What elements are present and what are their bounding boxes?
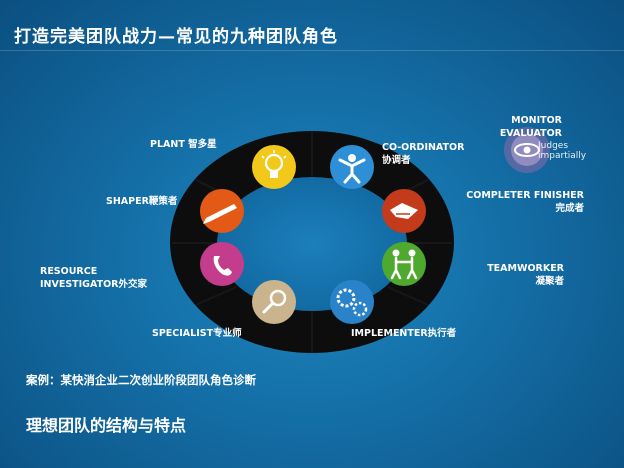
monitor-overlay-line2: impartially [538,151,587,161]
role-completer-en: COMPLETER FINISHER [466,190,584,201]
role-resource-line1: RESOURCE [40,266,98,277]
role-monitor-label: MONITOR EVALUATOR [486,114,562,140]
eye-icon [504,127,550,173]
role-resource-line2: INVESTIGATOR外交家 [40,279,147,290]
role-teamworker-cn: 凝聚者 [535,276,564,287]
role-teamworker-label: TEAMWORKER 凝聚者 [478,262,564,288]
role-completer-label: COMPLETER FINISHER 完成者 [466,189,584,215]
section-subtitle: 理想团队的结构与特点 [26,416,187,435]
role-completer-cn: 完成者 [555,203,584,214]
case-study-text: 案例：某快消企业二次创业阶段团队角色诊断 [26,373,256,387]
role-plant-label: PLANT 智多星 [150,139,217,150]
holding-hands-icon [382,242,426,286]
role-coordinator-label: CO-ORDINATOR 协调者 [382,141,464,167]
role-shaper-label: SHAPER鞭策者 [106,196,178,207]
gears-icon [330,280,374,324]
people-icon [330,145,374,189]
monitor-overlay-text: Judges impartially [538,141,586,161]
slide-title: 打造完美团队战力—常见的九种团队角色 [14,27,338,47]
role-specialist-label: SPECIALIST专业师 [152,328,242,339]
monitor-overlay-line1: Judges [538,141,569,151]
role-coordinator-cn: 协调者 [382,155,411,166]
telephone-icon [200,242,244,286]
role-monitor-line2: EVALUATOR [499,128,562,139]
lightbulb-icon [252,145,296,189]
role-monitor-line1: MONITOR [511,115,562,126]
title-divider [0,50,624,51]
role-teamworker-en: TEAMWORKER [487,263,564,274]
magnifier-icon [252,280,296,324]
pencil-icon [200,189,244,233]
ring-center [217,177,407,311]
role-coordinator-en: CO-ORDINATOR [382,142,465,153]
role-resource-label: RESOURCE INVESTIGATOR外交家 [40,265,147,291]
handshake-icon [382,189,426,233]
role-implementer-label: IMPLEMENTER执行者 [351,328,457,339]
